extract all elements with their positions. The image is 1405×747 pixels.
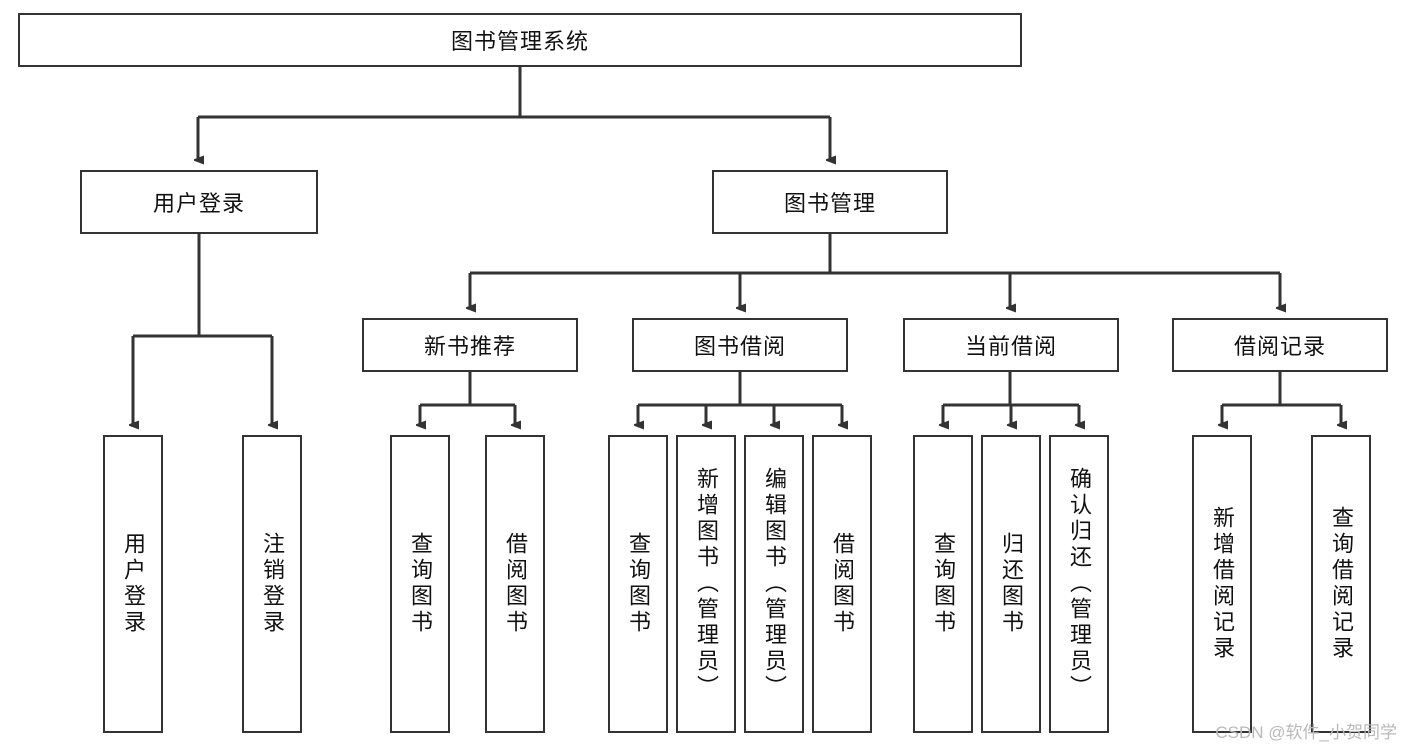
leaf-user-login-signout[interactable]: 注销登录 — [242, 435, 302, 733]
leaf-user-login-signin[interactable]: 用户登录 — [103, 435, 163, 733]
node-book-management[interactable]: 图书管理 — [712, 170, 948, 234]
leaf-borrow-query-book[interactable]: 查询图书 — [608, 435, 668, 733]
leaf-current-return-book[interactable]: 归还图书 — [981, 435, 1041, 733]
node-user-login[interactable]: 用户登录 — [80, 170, 318, 234]
node-new-book-recommend[interactable]: 新书推荐 — [362, 318, 578, 372]
leaf-borrow-edit-book[interactable]: 编辑图书（管理员） — [744, 435, 804, 733]
leaf-current-query-book[interactable]: 查询图书 — [913, 435, 973, 733]
node-current-borrow[interactable]: 当前借阅 — [903, 318, 1119, 372]
leaf-record-query[interactable]: 查询借阅记录 — [1311, 435, 1371, 733]
leaf-record-add[interactable]: 新增借阅记录 — [1192, 435, 1252, 733]
leaf-current-confirm-return[interactable]: 确认归还（管理员） — [1049, 435, 1109, 733]
node-book-borrow[interactable]: 图书借阅 — [632, 318, 848, 372]
leaf-borrow-add-book[interactable]: 新增图书（管理员） — [676, 435, 736, 733]
node-borrow-record[interactable]: 借阅记录 — [1172, 318, 1388, 372]
leaf-new-book-query[interactable]: 查询图书 — [390, 435, 450, 733]
leaf-new-book-borrow[interactable]: 借阅图书 — [485, 435, 545, 733]
node-root-system[interactable]: 图书管理系统 — [18, 13, 1022, 67]
leaf-borrow-lend-book[interactable]: 借阅图书 — [812, 435, 872, 733]
